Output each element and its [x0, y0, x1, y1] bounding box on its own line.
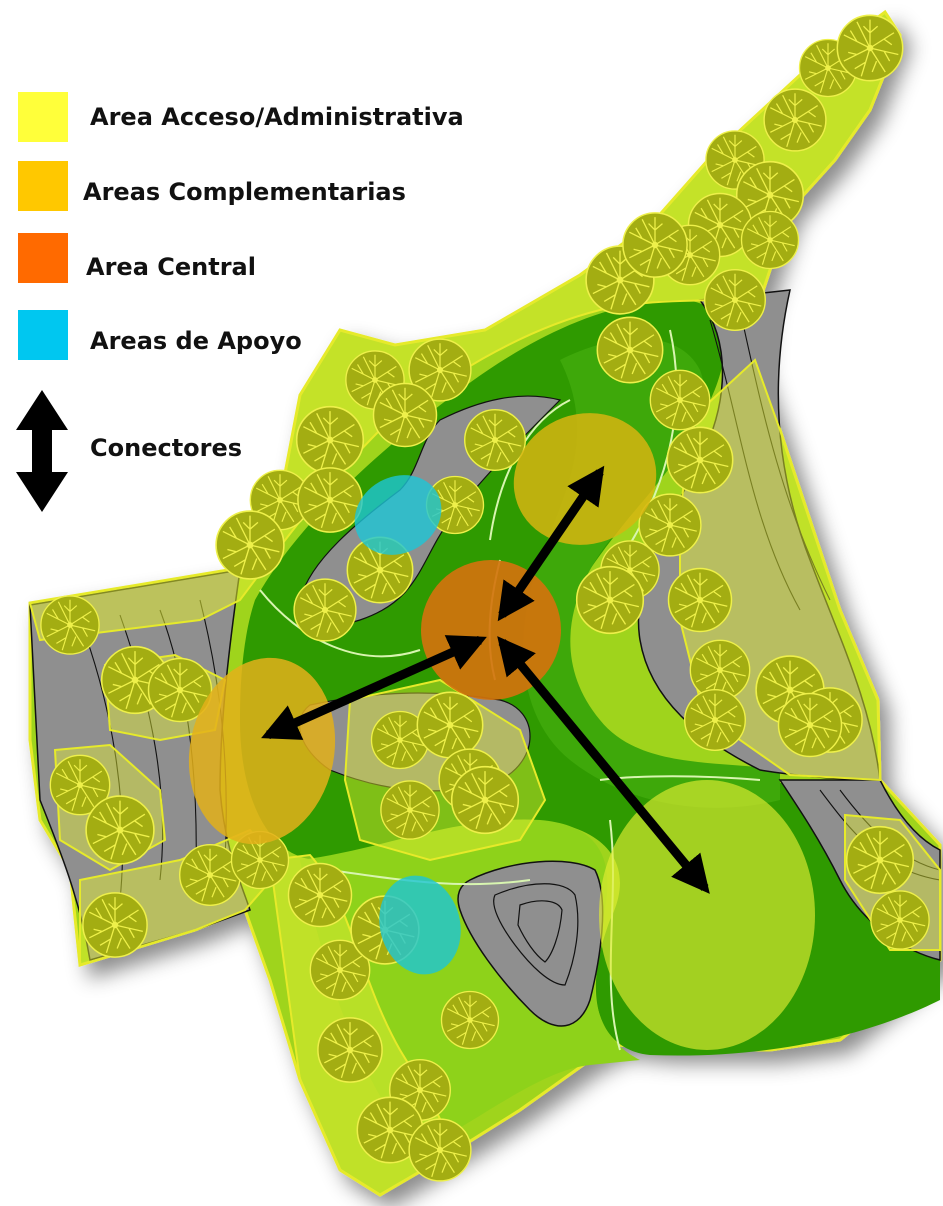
legend-item-complementary: [18, 161, 68, 211]
tree-icon: [623, 213, 687, 277]
tree-icon: [409, 1119, 471, 1181]
legend-label-connectors: Conectores: [90, 434, 242, 462]
tree-icon: [216, 511, 284, 579]
tree-icon: [667, 427, 732, 492]
legend-item-access: [18, 92, 68, 142]
tree-icon: [294, 579, 356, 641]
tree-icon: [289, 864, 352, 927]
tree-icon: [452, 767, 519, 834]
tree-icon: [180, 845, 241, 906]
tree-icon: [650, 370, 709, 429]
tree-icon: [597, 317, 662, 382]
tree-icon: [742, 212, 799, 269]
legend-label-central: Area Central: [86, 253, 256, 281]
tree-icon: [83, 893, 147, 957]
tree-icon: [374, 384, 437, 447]
legend-label-complementary: Areas Complementarias: [83, 178, 406, 206]
tree-icon: [685, 690, 746, 751]
legend-item-support: [18, 310, 68, 360]
tree-icon: [417, 692, 482, 757]
tree-icon: [298, 468, 362, 532]
legend-swatch-central: [18, 233, 68, 283]
double-arrow-icon: [14, 388, 70, 514]
tree-icon: [847, 827, 914, 894]
zone-central: [421, 560, 561, 700]
legend-item-central: [18, 233, 68, 283]
zone-access-large: [599, 780, 815, 1050]
tree-icon: [764, 89, 826, 151]
tree-icon: [577, 567, 644, 634]
tree-icon: [86, 796, 154, 864]
tree-icon: [837, 15, 902, 80]
tree-icon: [779, 694, 842, 757]
tree-icon: [318, 1018, 382, 1082]
tree-icon: [41, 596, 99, 654]
tree-icon: [297, 407, 364, 474]
tree-icon: [669, 569, 732, 632]
tree-icon: [442, 992, 499, 1049]
legend-swatch-complementary: [18, 161, 68, 211]
tree-icon: [871, 891, 929, 949]
legend-swatch-access: [18, 92, 68, 142]
tree-icon: [381, 781, 439, 839]
tree-icon: [705, 270, 766, 331]
legend-swatch-support: [18, 310, 68, 360]
tree-icon: [465, 410, 526, 471]
legend-label-access: Area Acceso/Administrativa: [90, 103, 464, 131]
legend-label-support: Areas de Apoyo: [90, 327, 302, 355]
